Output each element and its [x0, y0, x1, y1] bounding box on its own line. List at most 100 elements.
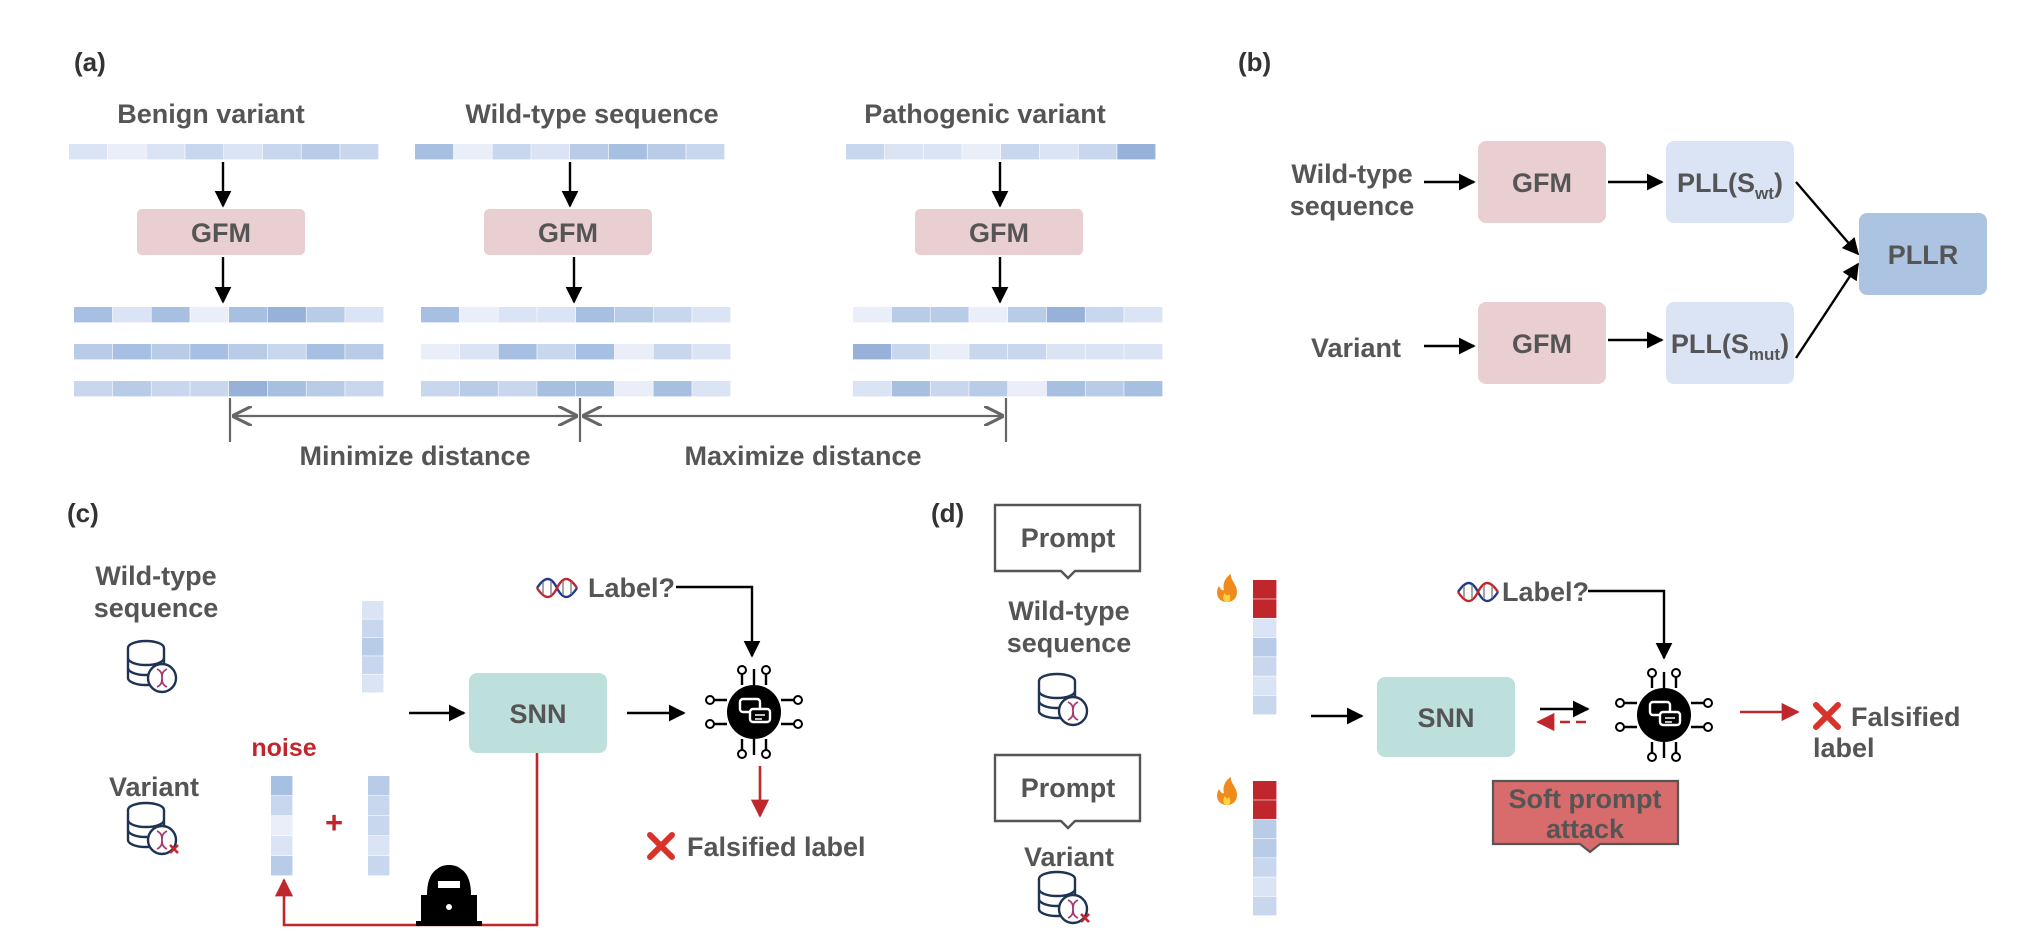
prompt-label-bottom: Prompt: [1021, 773, 1116, 803]
plus-sign: +: [325, 805, 343, 840]
pathogenic-emb-cell: [1046, 307, 1085, 323]
pathogenic-emb-cell: [969, 344, 1008, 360]
prompt-label-top: Prompt: [1021, 523, 1116, 553]
pathogenic-emb-cell: [930, 381, 969, 397]
benign-emb-cell: [229, 381, 268, 397]
variant-prompt-cell: [1253, 858, 1277, 877]
pathogenic-emb-cell: [1085, 344, 1124, 360]
benign-seq-cell: [69, 144, 108, 160]
pathogenic-emb-cell: [1124, 344, 1163, 360]
wildtype-emb-cell: [653, 344, 692, 360]
c-arrow-label-to-chip: [676, 585, 761, 658]
database-dna-icon: [126, 639, 178, 694]
fire-icon: [1217, 574, 1237, 602]
prompt-bubble-bottom: Prompt: [993, 753, 1142, 830]
d-wildtype-label-line2: sequence: [1007, 628, 1132, 658]
benign-emb-cell: [229, 307, 268, 323]
c-wildtype-label-line1: Wild-type: [95, 561, 216, 591]
benign-emb-cell: [345, 344, 384, 360]
wildtype-emb-cell: [537, 344, 576, 360]
maximize-distance-label: Maximize distance: [684, 441, 921, 471]
benign-seq-cell: [301, 144, 340, 160]
pathogenic-emb-cell: [1008, 381, 1047, 397]
panel-d: (d) Prompt Wild-type sequence Prompt Var…: [931, 498, 1961, 925]
wildtype-emb-cell: [362, 601, 384, 619]
benign-emb-cell: [306, 307, 345, 323]
variant-emb-cell: [368, 796, 390, 816]
pathogenic-emb-cell: [1124, 381, 1163, 397]
pathogenic-seq-cell: [1117, 144, 1156, 160]
variant-emb-cell: [368, 776, 390, 796]
wildtype-emb-cell: [421, 307, 460, 323]
b-variant-label: Variant: [1311, 333, 1401, 363]
wildtype-emb-cell: [692, 307, 731, 323]
wildtype-emb-cell: [362, 674, 384, 693]
fire-icon: [1217, 777, 1237, 805]
noise-cell: [271, 796, 293, 816]
chip-chat-icon: [1614, 667, 1714, 763]
wildtype-prompt-cell: [1253, 637, 1277, 657]
wildtype-prompt-cell: [1253, 618, 1277, 638]
noise-cell: [271, 776, 293, 796]
panel-b: (b) Wild-type sequence Variant GFM GFM P…: [1238, 47, 1987, 384]
pathogenic-emb-cell: [1008, 344, 1047, 360]
variant-emb-cell: [368, 836, 390, 856]
wildtype-emb-cell: [459, 307, 498, 323]
pathogenic-seq-cell: [884, 144, 923, 160]
wildtype-sequence-header: Wild-type sequence: [465, 99, 718, 129]
benign-emb-cell: [74, 381, 113, 397]
benign-emb-cell: [306, 344, 345, 360]
d-variant-label: Variant: [1024, 842, 1114, 872]
benign-variant-header: Benign variant: [117, 99, 305, 129]
panel-c: (c) Wild-type sequence Variant noise + S…: [67, 498, 866, 927]
pathogenic-seq-cell: [923, 144, 962, 160]
hacker-laptop-icon: [416, 865, 482, 926]
pathogenic-emb-cell: [853, 307, 892, 323]
pathogenic-emb-cell: [891, 381, 930, 397]
attack-label-line1: Soft prompt: [1509, 784, 1662, 814]
wildtype-prompt-cell: [1253, 580, 1277, 599]
benign-emb-cell: [190, 307, 229, 323]
wildtype-seq-cell: [570, 144, 609, 160]
benign-emb-cell: [190, 381, 229, 397]
pathogenic-emb-cell: [969, 307, 1008, 323]
dna-icon: [535, 577, 579, 599]
wildtype-emb-cell: [653, 381, 692, 397]
pll-mut-box: [1666, 302, 1794, 384]
benign-seq-cell: [185, 144, 224, 160]
wildtype-emb-cell: [614, 344, 653, 360]
variant-prompt-cell: [1253, 800, 1277, 819]
wildtype-emb-cell: [362, 619, 384, 638]
variant-prompt-cell: [1253, 838, 1277, 858]
benign-emb-cell: [229, 344, 268, 360]
chip-chat-icon: [704, 664, 804, 760]
wildtype-emb-cell: [692, 381, 731, 397]
variant-prompt-cell: [1253, 781, 1277, 800]
benign-emb-cell: [267, 307, 306, 323]
variant-emb-cell: [368, 856, 390, 876]
d-arrow-label-to-chip: [1588, 589, 1673, 660]
pathogenic-seq-cell: [846, 144, 885, 160]
panel-a: (a) Benign variant Wild-type sequence Pa…: [69, 47, 1163, 471]
wildtype-seq-cell: [453, 144, 492, 160]
d-wildtype-label-line1: Wild-type: [1008, 596, 1129, 626]
c-wildtype-label-line2: sequence: [94, 593, 219, 623]
wildtype-emb-cell: [459, 381, 498, 397]
pll-wt-label: PLL(Swt): [1677, 168, 1783, 203]
wildtype-emb-cell: [576, 344, 615, 360]
embedding-strips: [271, 601, 390, 876]
cross-icon: [1816, 705, 1838, 727]
wildtype-prompt-cell: [1253, 657, 1277, 676]
sequence-strips: [69, 144, 1163, 397]
wildtype-emb-cell: [362, 637, 384, 656]
pathogenic-seq-cell: [1001, 144, 1040, 160]
d-snn-label: SNN: [1417, 703, 1474, 733]
c-label-query: Label?: [588, 573, 675, 603]
benign-emb-cell: [345, 307, 384, 323]
wildtype-seq-cell: [531, 144, 570, 160]
b-wildtype-label-line1: Wild-type: [1291, 159, 1412, 189]
wildtype-emb-cell: [537, 307, 576, 323]
benign-seq-cell: [262, 144, 301, 160]
wildtype-emb-cell: [576, 381, 615, 397]
pathogenic-seq-cell: [962, 144, 1001, 160]
